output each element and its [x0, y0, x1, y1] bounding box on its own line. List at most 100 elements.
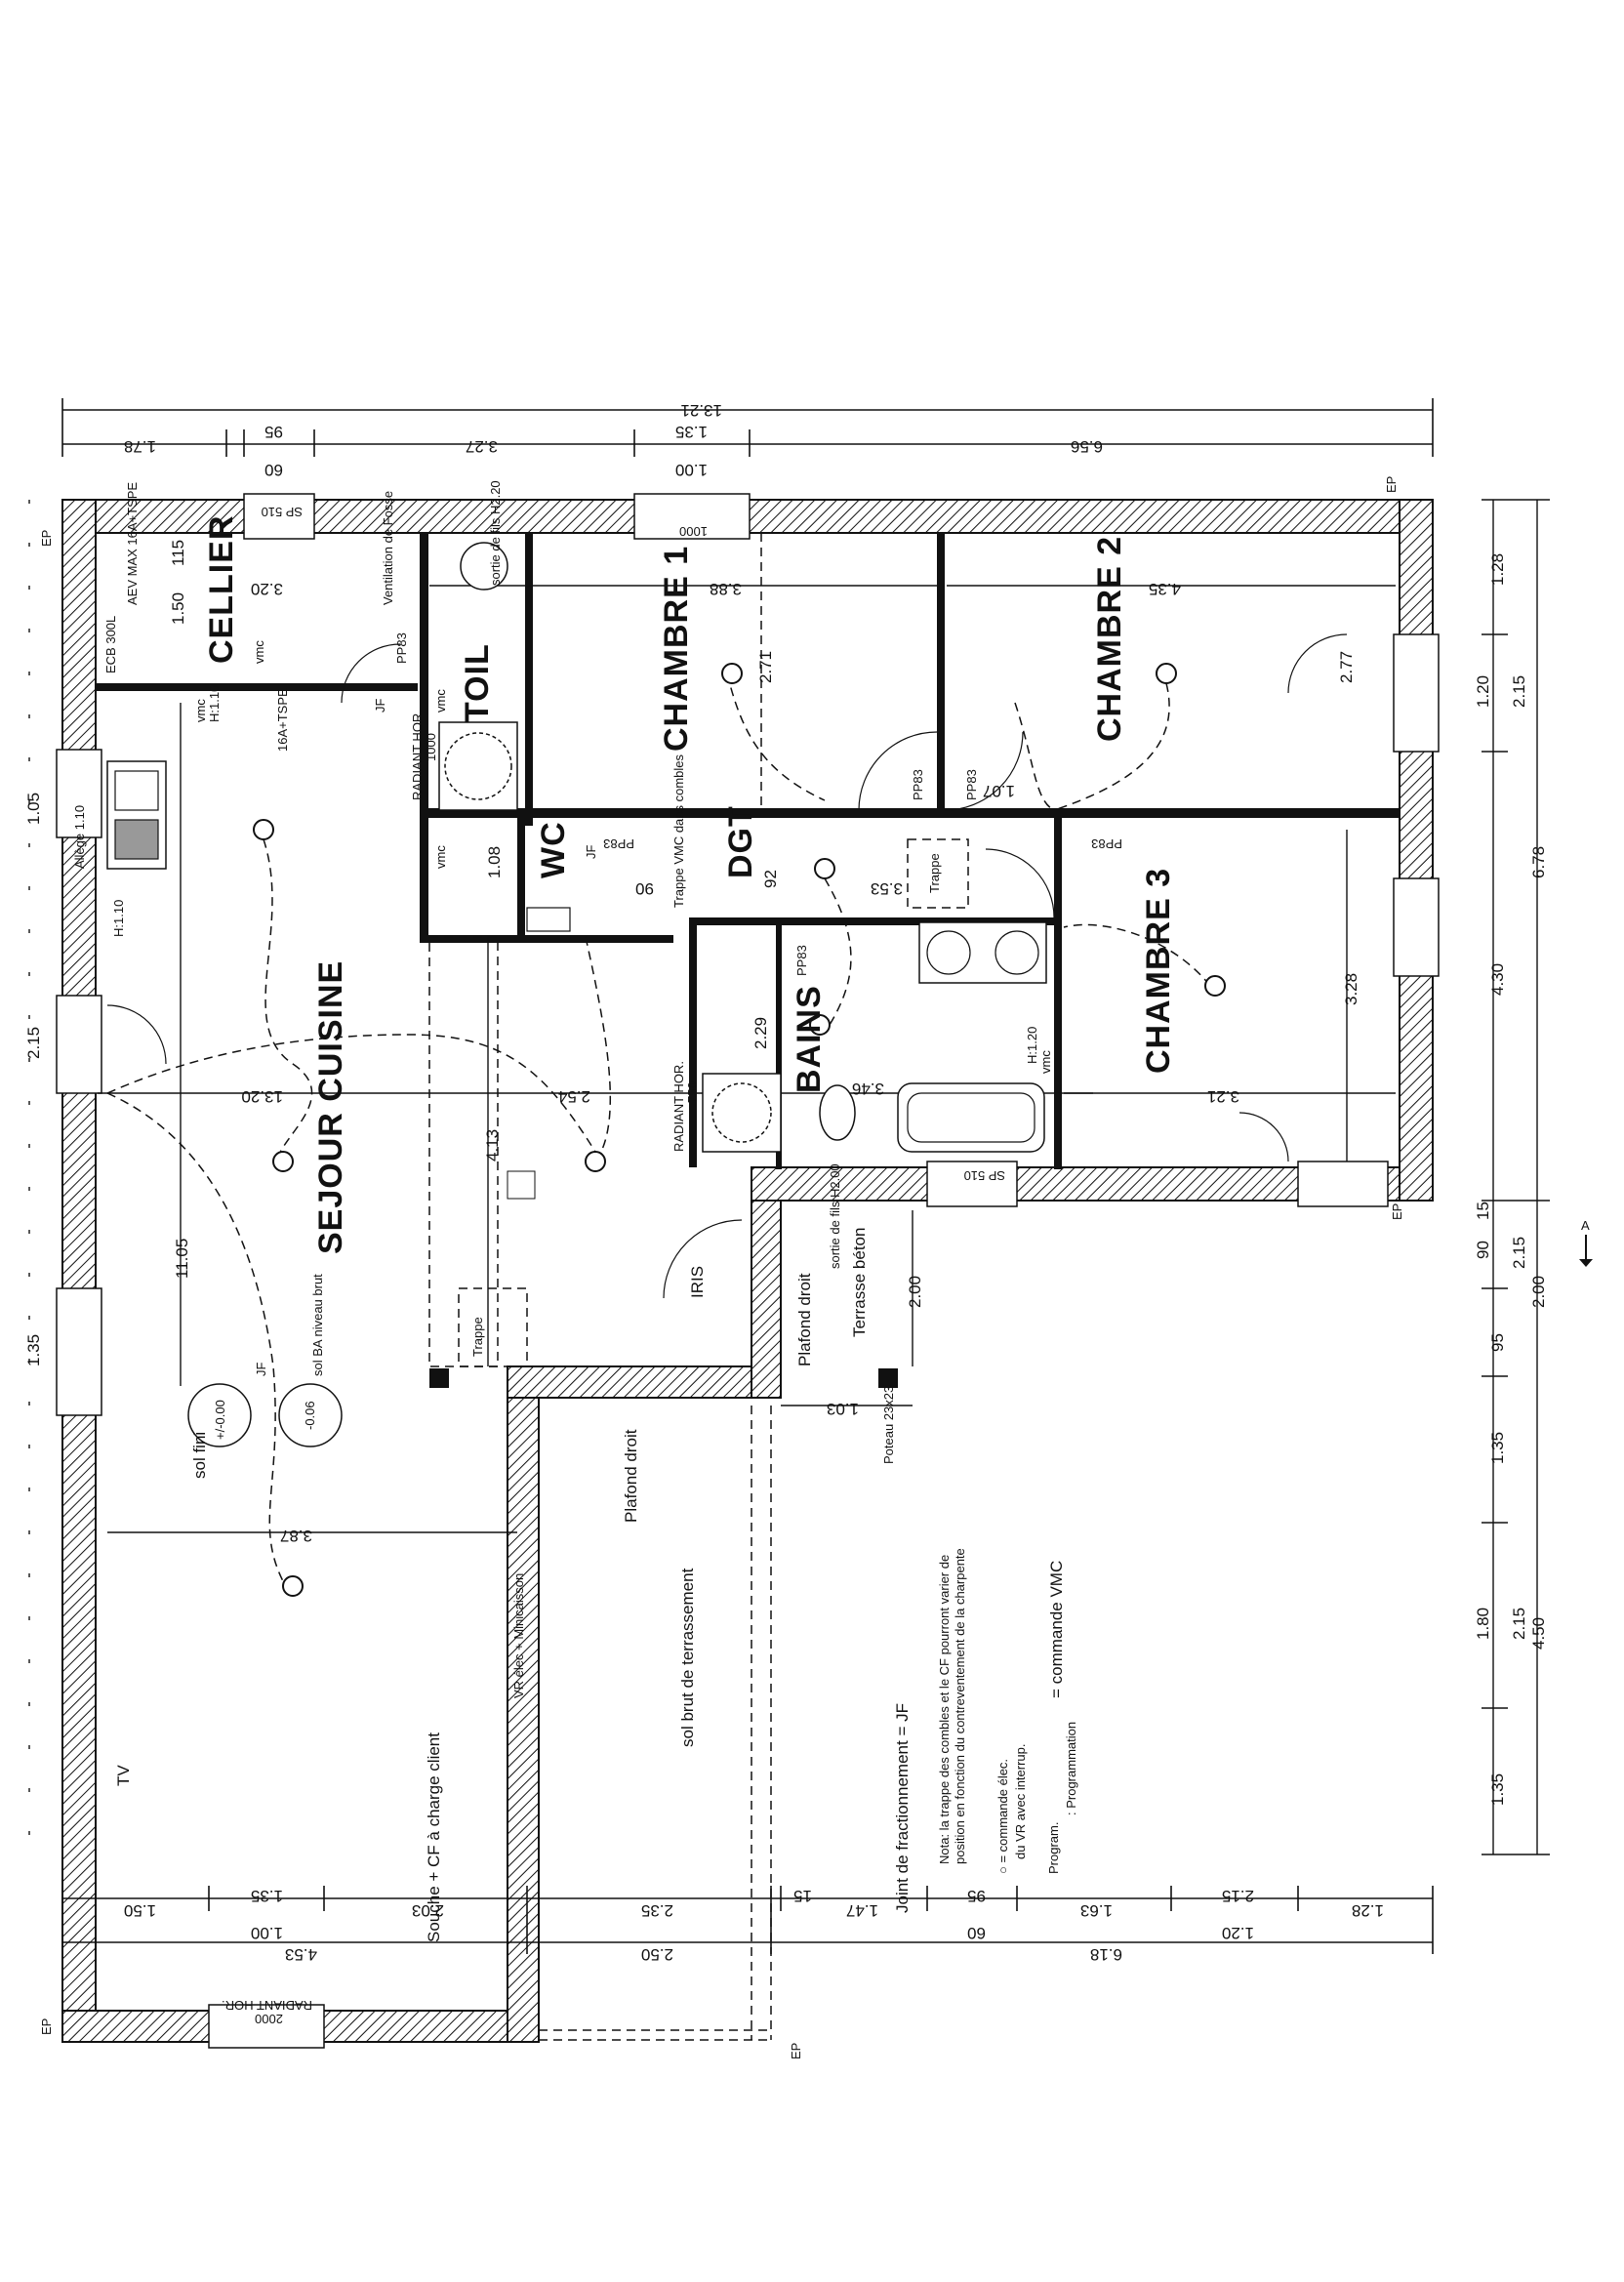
dim-bot-c: 1.00 [251, 1924, 283, 1942]
note-line-1: Nota: la trappe des combles et le CF pou… [937, 1555, 952, 1864]
room-label-toil: TOIL [459, 643, 496, 722]
dim-bot2-a: 4.53 [285, 1945, 317, 1964]
poteau-label: Poteau 23x23 [881, 1386, 896, 1464]
dim-254: 2.54 [558, 1087, 590, 1106]
dim-right-m: 4.50 [1529, 1617, 1548, 1650]
dim-top-f: 1.00 [675, 461, 708, 479]
dim-bot-h: 95 [967, 1887, 986, 1905]
dim-left-a: 1.05 [24, 793, 43, 825]
sp510-bottom: SP 510 [964, 1168, 1005, 1183]
h16a-label: 16A+TSPE [275, 688, 290, 752]
sol-ba: sol BA niveau brut [310, 1274, 325, 1376]
dim-413: 4.13 [483, 1129, 502, 1161]
room-label-wc: WC [535, 821, 572, 878]
dim-top-b: 95 [264, 423, 283, 441]
vmc-2: vmc [193, 699, 208, 722]
radiant-hor-3: RADIANT HOR. [222, 1998, 312, 2013]
dim-right-n: 1.35 [1488, 1773, 1507, 1806]
dim-090: 90 [635, 879, 654, 898]
dim-bot2-b: 2.50 [641, 1945, 673, 1964]
vr-elec-label: VR élec + Minicaisson [511, 1573, 526, 1698]
dim-right-g: 15 [1474, 1202, 1492, 1220]
jf-3: JF [584, 845, 598, 860]
dim-bot-k: 2.15 [1222, 1887, 1254, 1905]
dim-bot-e: 2.35 [641, 1901, 673, 1920]
plafond-droit-2: Plafond droit [795, 1273, 814, 1366]
dim-right-a: 1.28 [1488, 553, 1507, 586]
dim-right-k: 1.35 [1488, 1432, 1507, 1464]
dim-right-c: 2.15 [1510, 675, 1528, 708]
dim-271: 2.71 [756, 651, 775, 683]
trappe-2: Trappe [927, 853, 942, 893]
ecb-label: ECB 300L [103, 616, 118, 673]
ep-label-4: EP [789, 2043, 803, 2059]
trappe-vmc: Trappe VMC dans combles [671, 754, 686, 908]
dim-bot-j: 1.63 [1080, 1901, 1113, 1920]
dim-left-b: 2.15 [24, 1027, 43, 1059]
pp83-4: PP83 [603, 836, 634, 851]
sol-fini: sol fini [190, 1432, 209, 1479]
room-label-dgt: DGT [722, 805, 759, 878]
dim-bot-i: 60 [967, 1924, 986, 1942]
dim-321: 3.21 [1207, 1087, 1239, 1106]
dim-right-o: 1.80 [1474, 1608, 1492, 1640]
vmc-3: vmc [433, 689, 448, 713]
tv-label: TV [114, 1765, 133, 1786]
dim-150: 1.50 [169, 592, 187, 625]
dim-right-i: 2.00 [1529, 1276, 1548, 1308]
radiant-2000: 2000 [255, 2012, 283, 2026]
sol-ba-val: -0.06 [303, 1401, 317, 1430]
dim-right-h: 2.15 [1510, 1237, 1528, 1269]
pp83-2: PP83 [911, 769, 925, 800]
dim-top-d: 3.27 [466, 437, 498, 456]
dim-200: 2.00 [906, 1276, 924, 1308]
interior-walls [96, 533, 1400, 1169]
dim-top-g: 6.56 [1071, 437, 1103, 456]
north-label: A [1581, 1218, 1590, 1233]
dimension-texts: 13.21 1.78 95 60 3.27 1.35 1.00 6.56 1.5… [24, 401, 1548, 1964]
iris-label: IRIS [688, 1266, 707, 1298]
dim-387: 3.87 [280, 1527, 312, 1545]
dim-353: 3.53 [871, 879, 903, 898]
room-label-cellier: CELLIER [203, 515, 240, 664]
room-labels: SEJOUR CUISINE CELLIER CHAMBRE 1 CHAMBRE… [203, 515, 1177, 1254]
radiant-hor-2: RADIANT HOR. [671, 1061, 686, 1152]
dim-bot-m: 1.28 [1352, 1901, 1384, 1920]
dim-328: 3.28 [1342, 973, 1360, 1005]
ep-label-1: EP [39, 530, 54, 547]
fixtures [106, 542, 1047, 1447]
room-label-chambre1: CHAMBRE 1 [658, 546, 695, 752]
terrasse-label: Terrasse béton [850, 1228, 869, 1337]
dim-435: 4.35 [1149, 580, 1181, 598]
plafond-droit-1: Plafond droit [622, 1429, 640, 1523]
h110-label-1: H:1.10 [207, 685, 222, 722]
dim-top-a: 1.78 [124, 437, 156, 456]
ep-label-5: EP [1390, 1203, 1404, 1220]
jf-1: JF [373, 699, 387, 713]
openings [56, 493, 1440, 2049]
dim-bot-a: 1.50 [124, 1901, 156, 1920]
legend-prog2: : Programmation [1064, 1722, 1078, 1815]
pp83-1: PP83 [394, 632, 409, 664]
vmc-1: vmc [252, 640, 266, 664]
dim-bot-l: 1.20 [1222, 1924, 1254, 1942]
dim-092: 92 [761, 870, 780, 888]
dim-bot-g: 1.47 [846, 1901, 878, 1920]
dim-107: 1.07 [983, 782, 1015, 800]
sp510-top: SP 510 [262, 505, 303, 519]
vmc-5: vmc [1038, 1050, 1053, 1074]
pp83-6: PP83 [794, 945, 809, 976]
legend-cmd: ○ = commande élec. [995, 1759, 1010, 1874]
electrical-lines [106, 533, 1211, 2041]
trappe-1: Trappe [470, 1317, 485, 1357]
door-swings [106, 633, 1348, 1299]
sol-brut-label: sol brut de terrassement [678, 1568, 697, 1747]
legend-cmd2: du VR avec interrup. [1013, 1743, 1028, 1859]
legend-vmc: = commande VMC [1047, 1561, 1066, 1698]
sol-fini-val: +/-0.00 [213, 1400, 227, 1440]
pp83-3: PP83 [964, 769, 979, 800]
ventilation-label: Ventilation de Fosse [381, 491, 395, 605]
sortie-fils-label: sortie de fils H2.20 [488, 480, 503, 586]
dim-1320: 13.20 [241, 1087, 283, 1106]
note-line-2: position en fonction du contreventement … [953, 1548, 967, 1864]
